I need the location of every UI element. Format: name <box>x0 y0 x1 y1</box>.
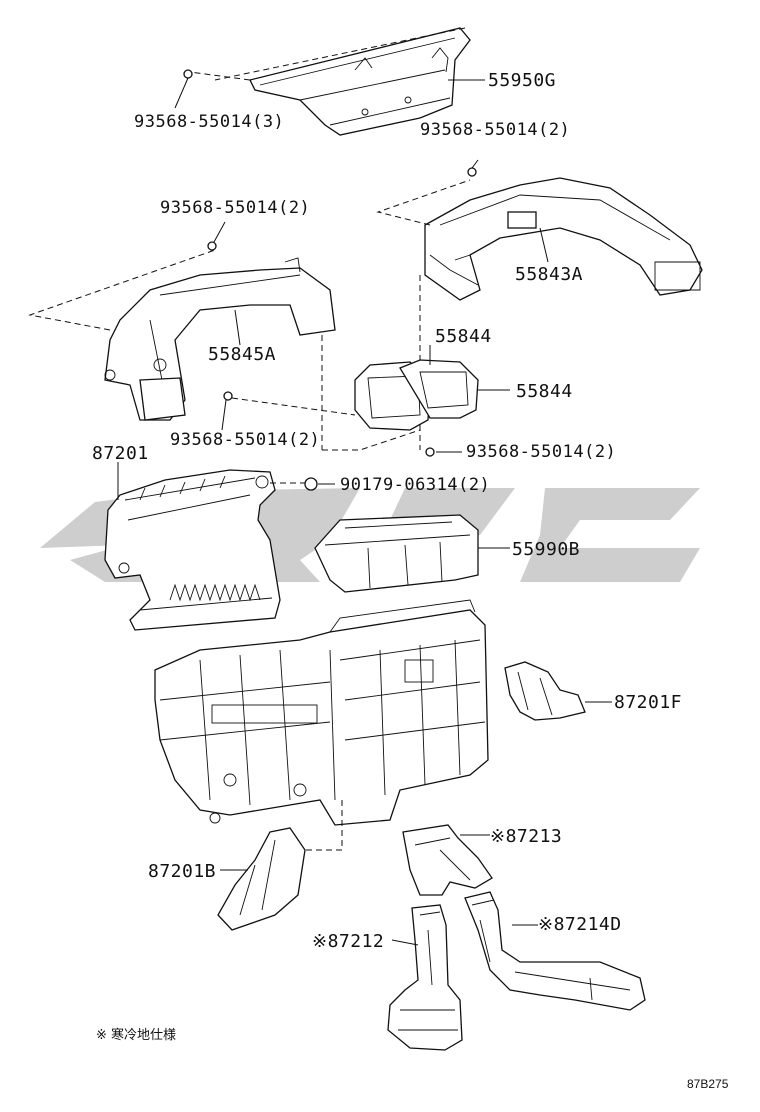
part-label-screw: 93568-55014(2) <box>170 430 321 450</box>
leader-line <box>221 399 227 431</box>
leader-line <box>174 77 189 109</box>
screw-icon <box>183 69 193 79</box>
part-label-screw: 93568-55014(3) <box>134 112 285 132</box>
part-label-87214d: ※87214D <box>538 914 622 935</box>
nut-icon <box>304 477 318 491</box>
footnote: ※ 寒冷地仕様 <box>96 1028 177 1043</box>
dashed-guide <box>28 249 216 331</box>
part-duct-87201f <box>504 661 586 721</box>
part-duct-87212 <box>387 904 463 1051</box>
screw-icon <box>467 167 477 177</box>
dashed-guide <box>322 429 421 451</box>
part-label-55990b: 55990B <box>512 539 581 560</box>
leader-line <box>391 939 419 946</box>
leader-line <box>471 159 479 169</box>
part-duct-87201b <box>217 827 306 931</box>
leader-line <box>234 309 241 346</box>
part-grille-55990b <box>314 514 479 593</box>
dashed-guide <box>300 800 343 851</box>
dashed-guide <box>231 397 356 416</box>
leader-line <box>213 221 226 243</box>
part-label-screw: 93568-55014(2) <box>420 120 571 140</box>
part-label-87201: 87201 <box>92 443 149 464</box>
part-label-55843a: 55843A <box>515 264 584 285</box>
dashed-guide <box>214 27 466 81</box>
part-panel-55950g <box>249 27 471 136</box>
part-label-87213: ※87213 <box>490 826 563 847</box>
dashed-guide <box>189 71 251 81</box>
part-label-screw: 93568-55014(2) <box>466 442 617 462</box>
part-hvac-unit <box>154 599 489 826</box>
dashed-guide <box>376 179 471 226</box>
screw-icon <box>207 241 217 251</box>
part-nozzle-55844 <box>354 359 479 431</box>
figure-code: 87B275 <box>687 1077 729 1091</box>
screw-icon <box>425 447 435 457</box>
part-label-87212: ※87212 <box>312 931 385 952</box>
part-duct-55845a <box>104 257 336 421</box>
part-label-87201b: 87201B <box>148 861 217 882</box>
part-duct-87213 <box>402 824 493 896</box>
part-duct-87201 <box>104 469 281 631</box>
part-duct-55843a <box>424 177 703 301</box>
part-label-nut: 90179-06314(2) <box>340 475 491 495</box>
part-label-55844: 55844 <box>516 381 573 402</box>
part-duct-87214d <box>464 891 646 1011</box>
leader-line <box>539 227 549 263</box>
part-label-87201f: 87201F <box>614 692 683 713</box>
part-label-55844: 55844 <box>435 326 492 347</box>
part-label-screw: 93568-55014(2) <box>160 198 311 218</box>
part-label-55845a: 55845A <box>208 344 277 365</box>
screw-icon <box>223 391 233 401</box>
part-label-55950g: 55950G <box>488 70 557 91</box>
